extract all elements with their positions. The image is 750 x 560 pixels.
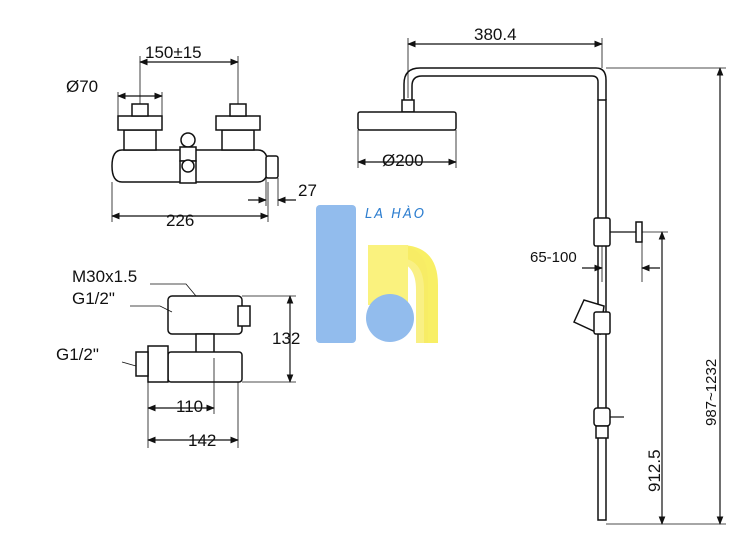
thread-top-label: M30x1.5 [72, 267, 137, 286]
shower-head [357, 111, 457, 131]
dim-lower-height-label: 912.5 [645, 449, 664, 492]
slider-bracket [593, 217, 611, 247]
right-handle-cap [215, 115, 261, 131]
dim-arm-label: 380.4 [474, 25, 517, 44]
left-handle-knob [131, 103, 149, 117]
side-body-upper [167, 295, 243, 335]
shower-arm-inner [411, 75, 599, 100]
left-handle-base [123, 129, 157, 151]
head-connector [401, 99, 415, 113]
side-inlet-pipe [135, 351, 149, 377]
inlet-top-label: G1/2" [72, 289, 115, 308]
dim-handle-label: Ø70 [66, 77, 98, 96]
side-outlet [265, 155, 279, 179]
dim-offset-inner-label: 110 [176, 397, 203, 416]
watermark-yellow-arc-mid [368, 245, 428, 343]
hand-shower-holder [593, 311, 611, 335]
watermark-blue-bar [316, 205, 356, 343]
mixer-side-view: M30x1.5 G1/2" G1/2" 132 110 142 [56, 267, 300, 450]
dim-offset-outer-label: 142 [188, 431, 216, 450]
watermark-text: LA HÀO [365, 206, 426, 222]
shower-column: Ø200 380.4 65-100 912.5 987~1232 [357, 25, 726, 525]
left-handle-cap [117, 115, 163, 131]
diverter-stem [179, 146, 197, 162]
side-body-lower [167, 351, 243, 383]
lower-connector [595, 425, 609, 439]
dim-head-label: Ø200 [382, 151, 424, 170]
side-inlet-nut [147, 345, 169, 383]
dim-total-height-label: 987~1232 [703, 359, 720, 426]
bracket-flange [635, 221, 643, 243]
lower-slider [593, 407, 611, 427]
dim-width-label: 226 [166, 211, 194, 230]
dim-depth-label: 27 [298, 181, 317, 200]
diverter-knob [180, 132, 196, 148]
right-handle-base [221, 129, 255, 151]
watermark-logo [316, 205, 438, 343]
dim-holder-label: 65-100 [530, 249, 577, 266]
watermark-blue-circle [366, 294, 414, 342]
spout-outlet [181, 159, 195, 173]
right-handle-knob [229, 103, 247, 117]
watermark-yellow-arc-outer [368, 245, 438, 343]
side-handle-upper [237, 305, 251, 327]
dim-spacing-label: 150±15 [145, 43, 202, 62]
dim-height-label: 132 [272, 329, 300, 348]
mixer-front-view: 150±15 Ø70 226 27 [66, 43, 317, 230]
inlet-bottom-label: G1/2" [56, 345, 99, 364]
